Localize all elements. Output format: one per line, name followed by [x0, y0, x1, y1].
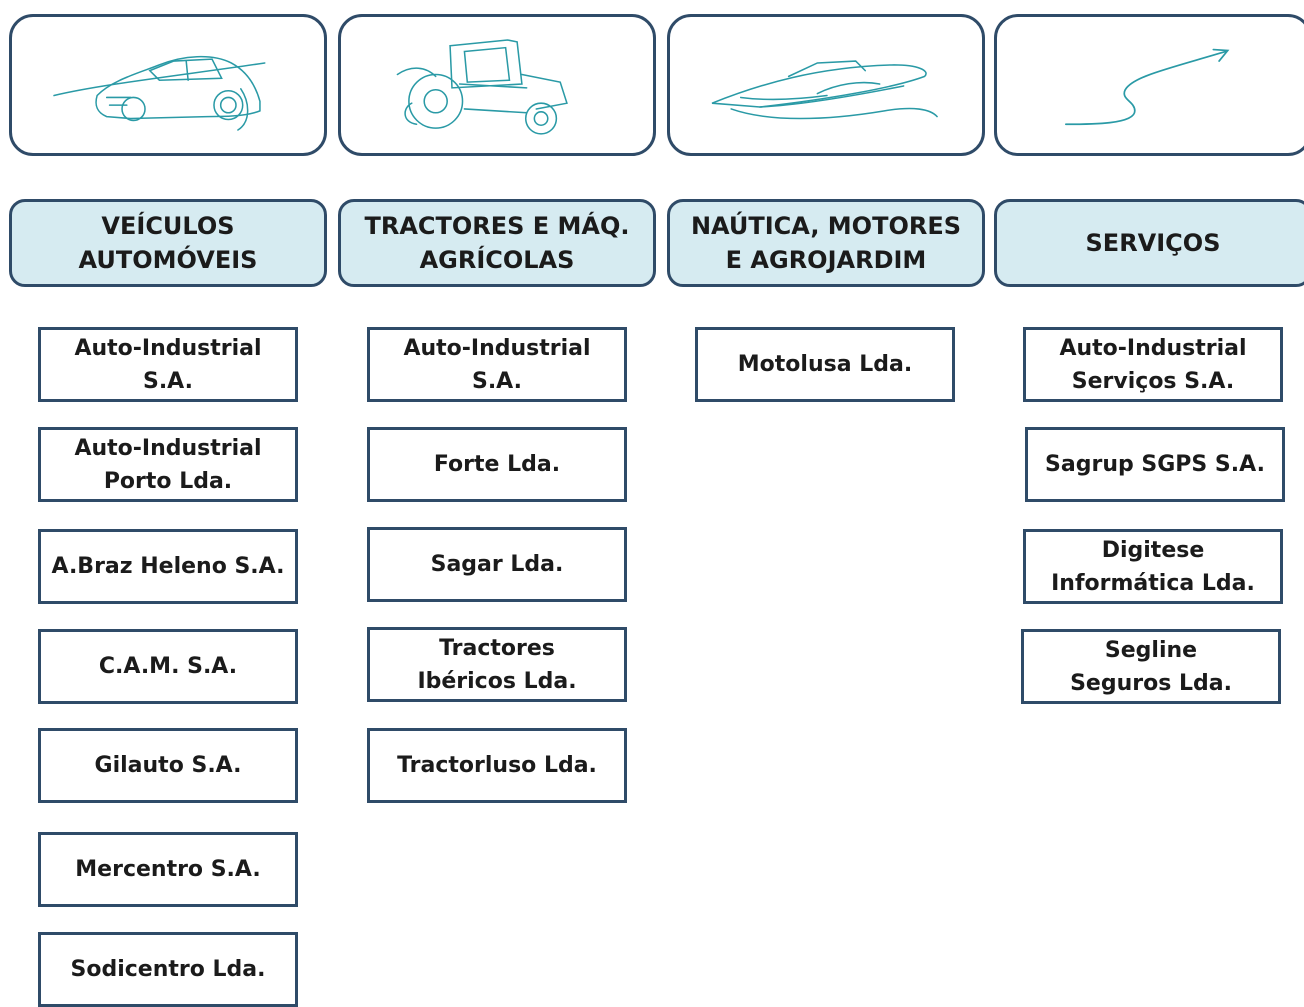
- company-box: Digitese Informática Lda.: [1023, 529, 1283, 604]
- category-header-veiculos-automoveis: VEÍCULOS AUTOMÓVEIS: [9, 199, 327, 287]
- company-name: Forte Lda.: [433, 452, 561, 477]
- tractor-illustration-card: [338, 14, 656, 156]
- company-box: Segline Seguros Lda.: [1021, 629, 1281, 704]
- company-name: Auto-Industrial Serviços S.A.: [1059, 335, 1247, 394]
- company-name: Tractores Ibéricos Lda.: [417, 635, 577, 694]
- company-box: Sodicentro Lda.: [38, 932, 298, 1007]
- company-box: Gilauto S.A.: [38, 728, 298, 803]
- company-name: Mercentro S.A.: [75, 857, 261, 882]
- company-name: Digitese Informática Lda.: [1051, 537, 1255, 596]
- company-box: Auto-Industrial Porto Lda.: [38, 427, 298, 502]
- company-name: Auto-Industrial S.A.: [403, 335, 591, 394]
- company-box: Auto-Industrial Serviços S.A.: [1023, 327, 1283, 402]
- company-name: Gilauto S.A.: [94, 753, 242, 778]
- company-box: C.A.M. S.A.: [38, 629, 298, 704]
- company-box: Mercentro S.A.: [38, 832, 298, 907]
- company-box: Sagrup SGPS S.A.: [1025, 427, 1285, 502]
- company-box: Motolusa Lda.: [695, 327, 955, 402]
- company-box: Auto-Industrial S.A.: [367, 327, 627, 402]
- category-header-servicos: SERVIÇOS: [994, 199, 1304, 287]
- category-label: VEÍCULOS AUTOMÓVEIS: [78, 212, 258, 274]
- company-name: A.Braz Heleno S.A.: [51, 554, 285, 579]
- category-label: SERVIÇOS: [1085, 229, 1221, 257]
- company-name: Sagrup SGPS S.A.: [1045, 452, 1265, 477]
- category-label: TRACTORES E MÁQ. AGRÍCOLAS: [364, 212, 630, 274]
- tractor-sketch-icon: [396, 39, 568, 135]
- company-name: Auto-Industrial Porto Lda.: [74, 435, 262, 494]
- company-box: A.Braz Heleno S.A.: [38, 529, 298, 604]
- company-name: Motolusa Lda.: [737, 352, 913, 377]
- category-label: NAÚTICA, MOTORES E AGROJARDIM: [690, 212, 962, 274]
- services-illustration-card: [994, 14, 1304, 156]
- company-name: Segline Seguros Lda.: [1070, 637, 1232, 696]
- car-sketch-icon: [53, 55, 266, 131]
- company-name: Tractorluso Lda.: [397, 753, 597, 778]
- company-box: Tractorluso Lda.: [367, 728, 627, 803]
- car-illustration-card: [9, 14, 327, 156]
- boat-illustration-card: [667, 14, 985, 156]
- company-name: Sodicentro Lda.: [70, 957, 266, 982]
- company-box: Auto-Industrial S.A.: [38, 327, 298, 402]
- boat-sketch-icon: [711, 60, 938, 120]
- arrow-path-sketch-icon: [1064, 48, 1230, 126]
- company-name: Auto-Industrial S.A.: [74, 335, 262, 394]
- company-box: Forte Lda.: [367, 427, 627, 502]
- category-header-tractores-maq-agricolas: TRACTORES E MÁQ. AGRÍCOLAS: [338, 199, 656, 287]
- company-box: Tractores Ibéricos Lda.: [367, 627, 627, 702]
- company-name: C.A.M. S.A.: [98, 654, 238, 679]
- category-header-nautica-motores-agrojardim: NAÚTICA, MOTORES E AGROJARDIM: [667, 199, 985, 287]
- company-box: Sagar Lda.: [367, 527, 627, 602]
- company-name: Sagar Lda.: [430, 552, 564, 577]
